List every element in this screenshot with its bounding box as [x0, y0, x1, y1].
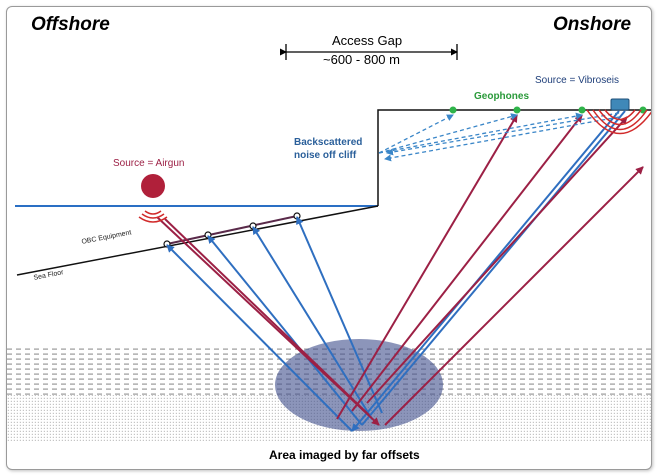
offshore-title: Offshore — [31, 14, 110, 35]
backscatter-line — [378, 112, 583, 154]
red-ray-geophone — [366, 116, 628, 404]
vibroseis-wave-icon — [592, 109, 648, 131]
backscatter-line — [384, 116, 620, 162]
onshore-title: Onshore — [553, 14, 632, 35]
backscatter-line — [386, 112, 620, 156]
area-imaged-label: Area imaged by far offsets — [269, 448, 420, 462]
sea-floor-line — [16, 205, 379, 276]
airgun-wave-icon — [138, 216, 168, 223]
blue-ray-vibroseis — [351, 110, 620, 432]
vibroseis-wave-icon — [604, 109, 636, 121]
airgun-icon — [141, 174, 165, 198]
geophones-label: Geophones — [474, 91, 530, 102]
blue-ray-obc — [252, 226, 373, 420]
backscatter-line — [378, 113, 518, 154]
airgun-wave-icon — [144, 210, 162, 215]
geophone-icon — [639, 106, 647, 114]
geophone-icon — [578, 106, 586, 114]
geophone-icon — [449, 106, 457, 114]
vibroseis-wave-icon — [598, 109, 642, 126]
obc-cable — [166, 215, 298, 245]
source-airgun-label: Source = Airgun — [113, 158, 185, 169]
blue-ray-vibroseis — [361, 110, 626, 426]
backscattered-label-line1: Backscattered — [294, 137, 363, 148]
blue-ray-obc — [166, 244, 353, 432]
backscattered-label-line2: noise off cliff — [294, 150, 357, 161]
geophone-icon — [513, 106, 521, 114]
vibroseis-truck-icon — [610, 98, 630, 111]
access-gap-label: Access Gap — [332, 33, 403, 48]
blue-ray-obc — [207, 235, 363, 426]
gap-distance-label: ~600 - 800 m — [323, 52, 400, 67]
cliff-ground-line — [377, 109, 651, 206]
diagram-frame: Offshore Onshore Access Gap ~600 - 800 m… — [6, 6, 652, 470]
seismic-acquisition-diagram — [7, 44, 651, 441]
blue-ray-obc — [296, 216, 383, 414]
vibroseis-wave-icon — [586, 109, 651, 135]
red-ray-geophone — [384, 166, 644, 426]
airgun-wave-icon — [141, 213, 165, 219]
source-vibroseis-label: Source = Vibroseis — [535, 75, 620, 86]
red-ray-airgun — [164, 218, 370, 416]
backscatter-line — [378, 114, 454, 154]
red-ray-geophone — [351, 114, 583, 412]
red-ray-geophone — [336, 114, 518, 420]
